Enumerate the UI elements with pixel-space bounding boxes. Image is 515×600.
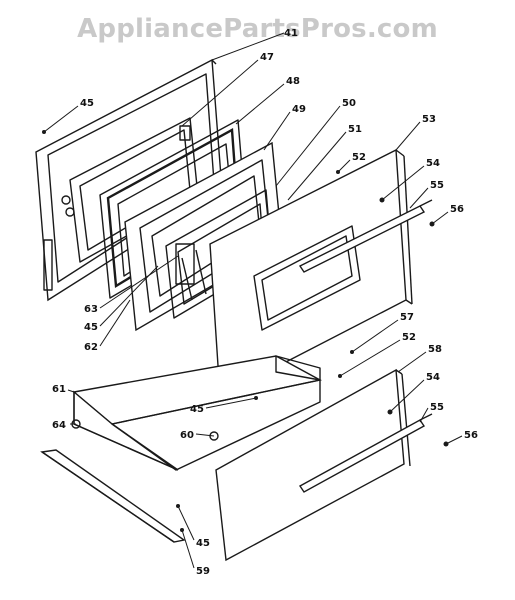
callout-63: 63 xyxy=(84,304,98,315)
callout-41: 41 xyxy=(284,28,298,39)
door-handle xyxy=(298,199,433,273)
front-door-panel xyxy=(209,148,413,398)
callout-50: 50 xyxy=(342,98,356,109)
callout-55: 55 xyxy=(430,180,444,191)
callout-labels: 41 45 47 48 49 50 51 52 53 54 55 56 63 4… xyxy=(52,28,478,577)
callout-58: 58 xyxy=(428,344,442,355)
callout-47: 47 xyxy=(260,52,274,63)
callout-54: 54 xyxy=(426,372,440,383)
callout-51: 51 xyxy=(348,124,362,135)
callout-45: 45 xyxy=(84,322,98,333)
drawer-rail xyxy=(40,449,186,543)
callout-61: 61 xyxy=(52,384,66,395)
drawer-body xyxy=(72,355,322,471)
callout-45: 45 xyxy=(190,404,204,415)
callout-49: 49 xyxy=(292,104,306,115)
callout-45: 45 xyxy=(80,98,94,109)
callout-45: 45 xyxy=(196,538,210,549)
callout-52: 52 xyxy=(352,152,366,163)
callout-53: 53 xyxy=(422,114,436,125)
callout-52: 52 xyxy=(402,332,416,343)
callout-64: 64 xyxy=(52,420,66,431)
callout-56: 56 xyxy=(450,204,464,215)
callout-57: 57 xyxy=(400,312,414,323)
watermark: AppliancePartsPros.com xyxy=(77,14,438,44)
callout-59: 59 xyxy=(196,566,210,577)
callout-55: 55 xyxy=(430,402,444,413)
callout-48: 48 xyxy=(286,76,300,87)
leader-lines xyxy=(43,32,463,569)
callout-62: 62 xyxy=(84,342,98,353)
callout-54: 54 xyxy=(426,158,440,169)
callout-60: 60 xyxy=(180,430,194,441)
drawer-front-panel xyxy=(215,368,411,562)
callout-56: 56 xyxy=(464,430,478,441)
